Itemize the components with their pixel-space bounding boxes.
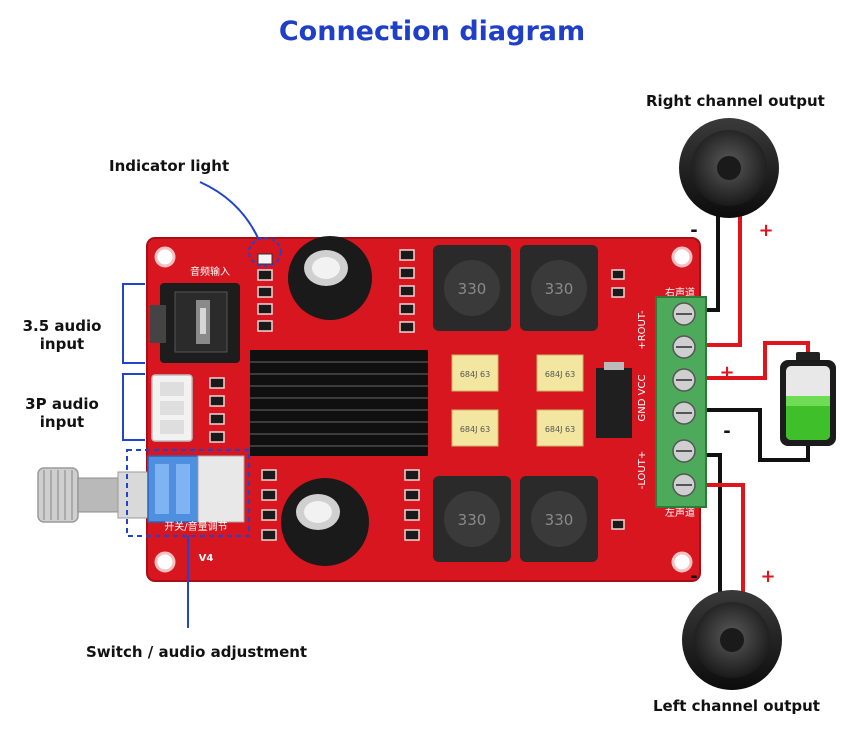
silk-terminal-right: +ROUT- (637, 310, 648, 350)
wires (706, 210, 810, 595)
inductor-marking: 330 (458, 511, 487, 529)
silk-switch-label: 开关/音量调节 (164, 520, 227, 533)
film-capacitor-3: 684J 63 (451, 409, 499, 447)
audio-3p-label-line2: input (39, 413, 85, 431)
capacitor-marking: 684J 63 (460, 425, 490, 434)
capacitor-marking: 684J 63 (545, 370, 575, 379)
amplifier-board: 330 330 330 330 684J 63 (37, 236, 707, 582)
battery-icon (780, 352, 836, 446)
audio-3p-connector (151, 374, 193, 442)
silk-input-label: 音频输入 (190, 265, 230, 278)
callout-indicator-line (199, 181, 259, 239)
film-capacitor-4: 684J 63 (536, 409, 584, 447)
wire-left-black (706, 453, 722, 595)
silk-right-channel: 右声道 (665, 286, 695, 299)
inductor-bottom-right: 330 (520, 476, 598, 562)
film-capacitor-1: 684J 63 (451, 354, 499, 392)
silk-terminal-left: -LOUT+ (637, 451, 648, 490)
mounting-holes (154, 246, 693, 573)
callouts (122, 181, 282, 628)
callout-35-bracket (122, 283, 145, 364)
wire-battery-red (706, 341, 810, 380)
capacitor-marking: 684J 63 (460, 370, 490, 379)
diagram-title: Connection diagram (278, 16, 586, 47)
audio-3p-label-line1: 3P audio (25, 395, 99, 413)
right-minus-mark: - (690, 220, 697, 241)
electrolytic-capacitor-bottom (281, 478, 369, 566)
capacitor-marking: 684J 63 (545, 425, 575, 434)
callout-switch-box (126, 449, 250, 537)
audio-jack-35mm (150, 283, 240, 363)
electrolytic-capacitor-top (288, 236, 372, 320)
audio-35-label-line1: 3.5 audio (22, 317, 102, 335)
audio-35-label-line2: input (39, 335, 85, 353)
left-speaker (682, 590, 782, 690)
inductor-bottom-left: 330 (433, 476, 511, 562)
wire-battery-black (706, 408, 810, 462)
film-capacitor-2: 684J 63 (536, 354, 584, 392)
audio-3p-label: 3P audio input (12, 395, 112, 431)
battery-minus-mark: - (723, 421, 730, 442)
smd-components (209, 249, 625, 541)
wire-right-red (706, 210, 742, 347)
callout-3p-bracket (122, 373, 145, 441)
inductor-marking: 330 (458, 280, 487, 298)
protection-diode (596, 362, 632, 438)
inductor-top-right: 330 (520, 245, 598, 331)
silk-version-label: V4 (199, 553, 214, 564)
inductor-marking: 330 (545, 511, 574, 529)
indicator-led (257, 253, 273, 265)
battery-plus-mark: + (719, 362, 734, 383)
right-output-label: Right channel output (646, 92, 825, 110)
right-speaker (679, 118, 779, 218)
audio-35-label: 3.5 audio input (12, 317, 112, 353)
left-plus-mark: + (760, 566, 775, 587)
inductor-top-left: 330 (433, 245, 511, 331)
silk-left-channel: 左声道 (665, 506, 695, 519)
silk-terminal-power: GND VCC (637, 375, 648, 422)
right-plus-mark: + (758, 220, 773, 241)
inductor-marking: 330 (545, 280, 574, 298)
switch-adjust-label: Switch / audio adjustment (86, 643, 308, 661)
callout-indicator-ring (248, 237, 282, 267)
left-minus-mark: - (690, 566, 697, 587)
wire-right-black (706, 210, 720, 312)
volume-potentiometer (37, 455, 245, 523)
terminal-block (655, 296, 707, 508)
heatsink (250, 350, 428, 456)
left-output-label: Left channel output (653, 697, 820, 715)
wire-left-red (706, 483, 745, 595)
indicator-light-label: Indicator light (109, 157, 230, 175)
